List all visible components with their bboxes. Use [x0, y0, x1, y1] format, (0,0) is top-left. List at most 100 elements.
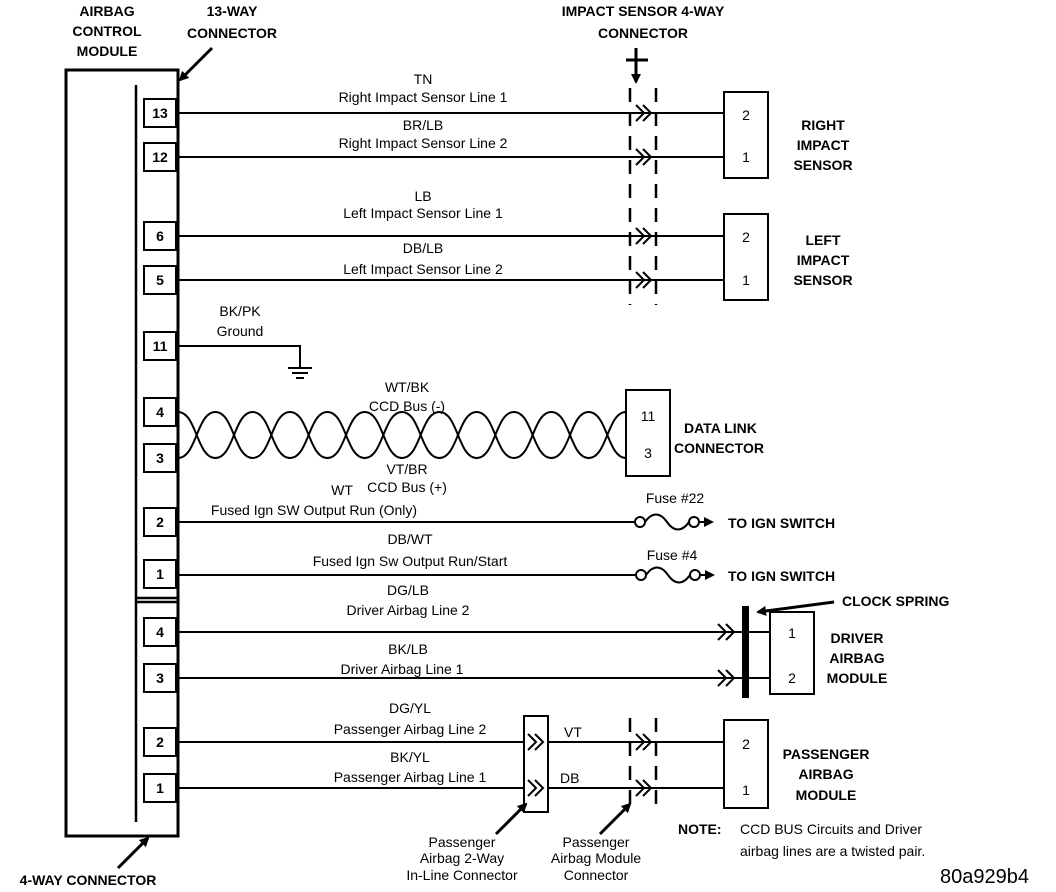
wire-color-label: BK/PK [219, 303, 261, 319]
right-sensor-label: SENSOR [793, 157, 852, 173]
wire-name-label: Right Impact Sensor Line 2 [339, 135, 508, 151]
ign-switch-label: TO IGN SWITCH [728, 568, 835, 584]
wire-color-label: BR/LB [403, 117, 443, 133]
twisted-pair-wire-b [177, 410, 627, 460]
wire-ground [178, 345, 301, 368]
impact-sensor-connector-label: IMPACT SENSOR 4-WAY [562, 3, 725, 19]
data-link-pin: 11 [641, 408, 656, 424]
terminal-chevron [527, 779, 545, 797]
module-connector-label: Airbag Module [551, 850, 641, 866]
wire-color-label: DG/LB [387, 582, 429, 598]
module-title-line: AIRBAG [79, 3, 134, 19]
data-link-connector-box [625, 389, 671, 477]
clock-spring-label: CLOCK SPRING [842, 593, 949, 609]
pin-box-6: 6 [143, 221, 177, 251]
wire-name-label: Fused Ign Sw Output Run/Start [313, 553, 508, 569]
wire-name-label: Driver Airbag Line 1 [341, 661, 464, 677]
note-prefix: NOTE: [678, 821, 722, 837]
wire-color-label: BK/YL [390, 749, 430, 765]
pin-number: 11 [153, 338, 168, 354]
module-pin: 2 [742, 736, 750, 752]
sensor-pin: 1 [742, 272, 750, 288]
note-text: airbag lines are a twisted pair. [740, 843, 925, 859]
impact-sensor-connector-label: CONNECTOR [598, 25, 688, 41]
thirteen-way-connector-label: CONNECTOR [187, 25, 277, 41]
terminal-chevron [635, 104, 653, 122]
pin-number: 4 [156, 404, 164, 420]
pin-box-4: 4 [143, 617, 177, 647]
pin-number: 5 [156, 272, 164, 288]
wire-name-label: Fused Ign SW Output Run (Only) [211, 502, 417, 518]
clock-spring-bar [742, 606, 749, 698]
right-impact-sensor-box [723, 91, 769, 179]
fuse-icon [634, 513, 714, 531]
pin-number: 3 [156, 450, 164, 466]
module-title-line: MODULE [77, 43, 138, 59]
wire-color-label: BK/LB [388, 641, 428, 657]
fuse-label: Fuse #22 [646, 490, 705, 506]
inline-connector-box [523, 715, 549, 813]
fuse-label: Fuse #4 [647, 547, 698, 563]
wire-color-label: WT/BK [385, 379, 430, 395]
pin-number: 2 [156, 734, 164, 750]
terminal-chevron [527, 733, 545, 751]
pin-number: 12 [152, 149, 168, 165]
figure-id: 80a929b4 [940, 866, 1029, 888]
terminal-chevron [635, 779, 653, 797]
pin-box-5: 5 [143, 265, 177, 295]
left-sensor-label: SENSOR [793, 272, 852, 288]
passenger-module-label: AIRBAG [798, 766, 853, 782]
wire-name-label: Passenger Airbag Line 2 [334, 721, 487, 737]
terminal-chevron [635, 733, 653, 751]
pin-box-3: 3 [143, 443, 177, 473]
pin-number: 2 [156, 514, 164, 530]
ground-icon [288, 367, 312, 379]
twisted-pair-wire-a [177, 410, 627, 460]
pin-number: 4 [156, 624, 164, 640]
wire-color-label: VT/BR [386, 461, 427, 477]
pin-box-4: 4 [143, 397, 177, 427]
data-link-label: DATA LINK [684, 420, 757, 436]
wire-name-label: CCD Bus (-) [369, 398, 445, 414]
fuse-icon [635, 566, 715, 584]
left-impact-sensor-box [723, 213, 769, 301]
wire-name-label: Ground [217, 323, 264, 339]
clock-spring-arrow [756, 600, 835, 616]
wire-name-label: Left Impact Sensor Line 2 [343, 261, 503, 277]
terminal-chevron [635, 227, 653, 245]
wire-name-label: Left Impact Sensor Line 1 [343, 205, 503, 221]
driver-module-label: MODULE [827, 670, 888, 686]
inline-connector-label: In-Line Connector [406, 867, 518, 883]
right-sensor-label: IMPACT [797, 137, 850, 153]
module-pin: 2 [788, 670, 796, 686]
module-connector-label: Connector [564, 867, 629, 883]
module-connector-label: Passenger [563, 834, 630, 850]
terminal-chevron [717, 669, 736, 687]
driver-module-label: AIRBAG [829, 650, 884, 666]
inline-wire-color: VT [564, 724, 582, 740]
wire-color-label: DB/WT [387, 531, 433, 547]
module-pin: 1 [788, 625, 796, 641]
pin-box-3: 3 [143, 663, 177, 693]
ign-switch-label: TO IGN SWITCH [728, 515, 835, 531]
wire-color-label: DG/YL [389, 700, 431, 716]
pin-box-2: 2 [143, 507, 177, 537]
inline-connector-label: Airbag 2-Way [420, 850, 504, 866]
wire-name-label: CCD Bus (+) [367, 479, 447, 495]
four-way-arrow [116, 836, 150, 870]
passenger-module-label: PASSENGER [783, 746, 870, 762]
pin-number: 3 [156, 670, 164, 686]
sensor-pin: 1 [742, 149, 750, 165]
module-title-line: CONTROL [72, 23, 142, 39]
pin-box-11: 11 [143, 331, 177, 361]
pin-number: 1 [156, 780, 164, 796]
pin-box-1: 1 [143, 559, 177, 589]
wire-name-label: Driver Airbag Line 2 [347, 602, 470, 618]
wire-color-label: WT [331, 482, 353, 498]
wire-color-label: TN [414, 71, 433, 87]
thirteen-way-arrow [178, 46, 214, 82]
passenger-module-label: MODULE [796, 787, 857, 803]
inline-connector-arrow [494, 802, 528, 836]
inline-wire-color: DB [560, 770, 579, 786]
